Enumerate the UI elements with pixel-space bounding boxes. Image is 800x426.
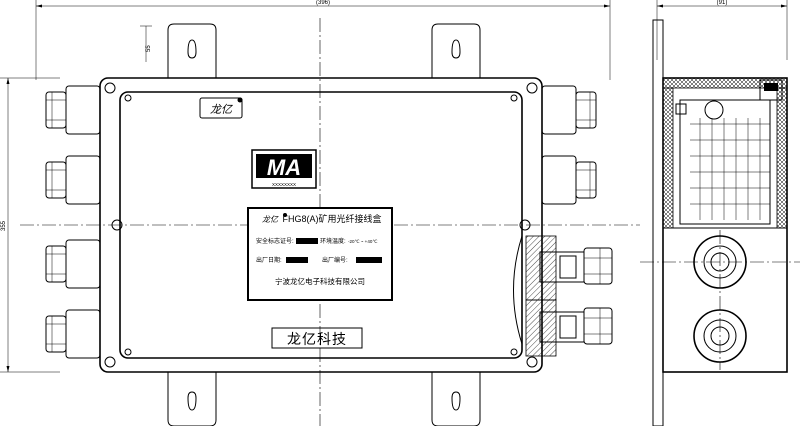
sectioned-glands bbox=[513, 235, 613, 357]
mounting-ear-top-left bbox=[167, 23, 217, 78]
mounting-ear-bottom-right bbox=[431, 372, 481, 426]
nameplate-brand: 龙亿 bbox=[262, 215, 279, 224]
nameplate-cert-label: 安全标志证号: bbox=[256, 237, 294, 245]
mounting-ear-bottom-left bbox=[167, 372, 217, 426]
ma-subtext: XXXXXXXX bbox=[272, 182, 296, 187]
dimension-top: (396) bbox=[35, 0, 611, 80]
dimension-width-label: (396) bbox=[316, 0, 330, 6]
nameplate-title: FHG8(A)矿用光纤接线盒 bbox=[282, 213, 381, 224]
nameplate: 龙亿 FHG8(A)矿用光纤接线盒 安全标志证号: 环境温度: -20℃ ~ +… bbox=[247, 207, 393, 301]
dimension-small: 55 bbox=[140, 25, 152, 62]
dimension-height-label: 355 bbox=[1, 220, 7, 231]
dimension-small-label: 55 bbox=[146, 45, 152, 52]
side-view: (91) bbox=[640, 0, 800, 426]
bottom-label-text: 龙亿科技 bbox=[287, 331, 347, 347]
nameplate-company: 宁波龙亿电子科技有限公司 bbox=[275, 276, 365, 286]
nameplate-serial-label: 出厂编号: bbox=[322, 256, 348, 264]
ma-mark-text: MA bbox=[267, 155, 301, 180]
cover-brand-logo: 龙亿 bbox=[199, 97, 243, 119]
terminal-rows bbox=[690, 118, 770, 220]
dimension-side-label: (91) bbox=[717, 0, 728, 6]
mounting-ear-top-right bbox=[431, 23, 481, 78]
dimension-left: 355 bbox=[0, 77, 60, 373]
bottom-label-plate: 龙亿科技 bbox=[271, 327, 363, 349]
nameplate-temp-value: -20℃ ~ +40℃ bbox=[348, 239, 377, 244]
nameplate-date-label: 出厂日期: bbox=[256, 256, 282, 264]
cable-glands-left bbox=[45, 85, 101, 359]
cover-brand-text: 龙亿 bbox=[210, 103, 234, 116]
cable-glands-right bbox=[541, 85, 597, 205]
ma-safety-mark: MA XXXXXXXX bbox=[251, 149, 317, 189]
nameplate-temp-label: 环境温度: bbox=[320, 237, 346, 245]
